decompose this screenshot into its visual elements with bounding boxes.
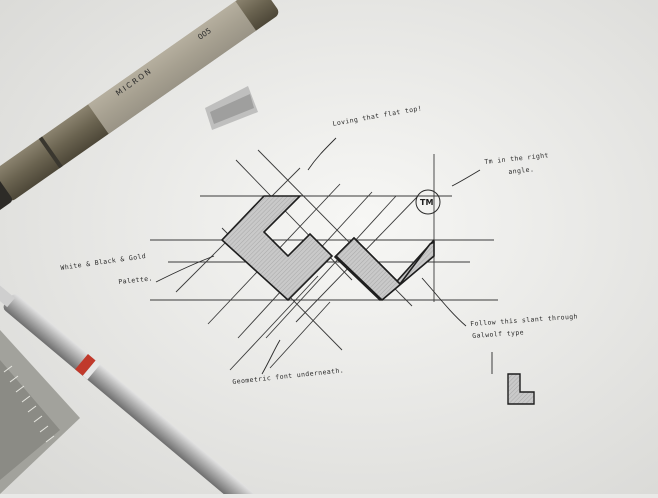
logo-mark [220,195,435,302]
micron-pen [0,0,279,219]
small-l-sketch [507,373,535,405]
mechanical-pencil [0,282,266,498]
trademark-sketch [415,189,441,215]
annotation-arrows [155,137,493,375]
ruler [0,330,80,494]
pencil-smudge [205,86,258,130]
trademark-label: TM [420,198,433,207]
